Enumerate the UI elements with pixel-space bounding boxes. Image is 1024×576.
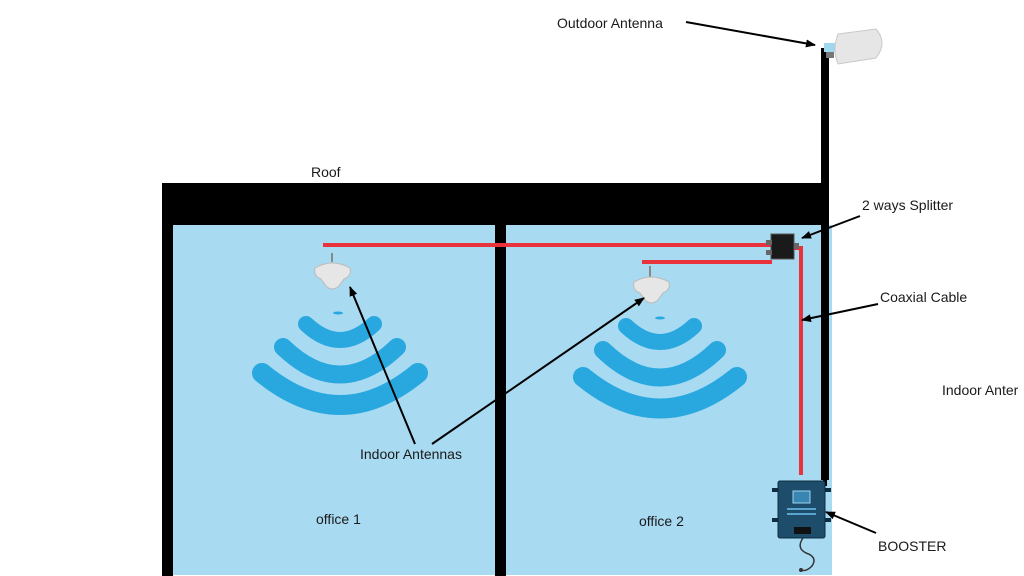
booster-device-icon (772, 480, 831, 572)
outdoor-cable (821, 48, 829, 486)
panel-antenna-icon (824, 28, 883, 65)
arrow-splitter (801, 215, 861, 239)
label-outdoor-antenna: Outdoor Antenna (557, 15, 663, 31)
splitter-icon (766, 233, 799, 260)
arrow-indoor-antenna-2 (431, 297, 645, 445)
dome-antenna-icon (633, 276, 670, 320)
arrow-coaxial-cable (801, 303, 879, 323)
arrow-indoor-antenna-1 (349, 286, 416, 445)
dome-antenna-icon (314, 262, 351, 315)
pointer-arrows (349, 21, 879, 534)
arrow-booster (825, 511, 877, 534)
middle-wall (495, 225, 506, 576)
label-roof: Roof (311, 164, 341, 180)
signal-waves-icon (573, 318, 747, 419)
roof-slab (162, 183, 822, 225)
label-splitter: 2 ways Splitter (862, 197, 953, 213)
label-coaxial-cable: Coaxial Cable (880, 289, 967, 305)
label-indoor-antennas: Indoor Antennas (360, 446, 462, 462)
label-booster: BOOSTER (878, 538, 946, 554)
arrow-outdoor-antenna (685, 21, 816, 48)
label-office-1: office 1 (316, 511, 361, 527)
label-indoor-antenna-cut: Indoor Anter (942, 382, 1019, 398)
label-office-2: office 2 (639, 513, 684, 529)
left-wall (162, 183, 173, 576)
